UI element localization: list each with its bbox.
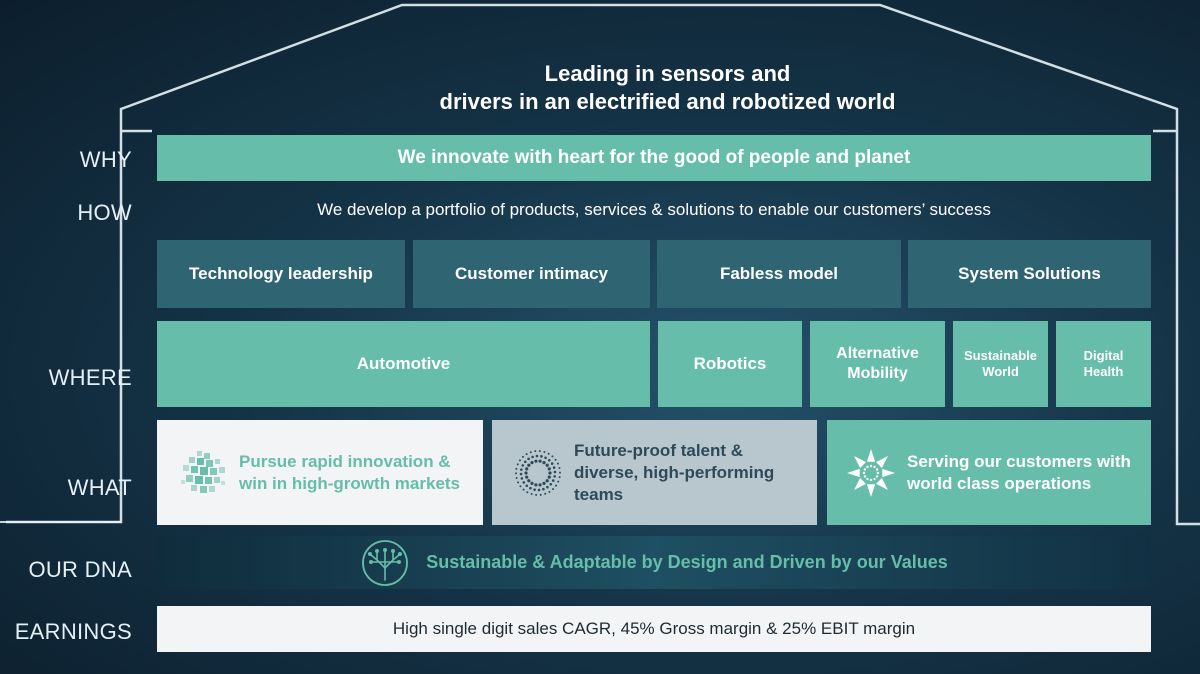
what-card-operations: Serving our customers with world class o… <box>827 420 1151 525</box>
row-label-what: WHAT <box>67 475 132 500</box>
market-label-line-2: Health <box>1083 364 1124 379</box>
what-line-1: Serving our customers with <box>907 451 1131 471</box>
what-text: Future-proof talent & diverse, high-perf… <box>574 440 774 506</box>
what-line-2: world class operations <box>907 473 1092 493</box>
row-label-how: HOW <box>77 200 132 225</box>
market-digital-health: Digital Health <box>1056 321 1151 407</box>
market-robotics: Robotics <box>658 321 802 407</box>
dotted-ring-icon <box>515 449 561 496</box>
house-title: Leading in sensors and drivers in an ele… <box>300 60 1035 116</box>
dna-bar: Sustainable & Adaptable by Design and Dr… <box>157 536 1151 589</box>
title-line-2: drivers in an electrified and robotized … <box>439 89 896 114</box>
what-line-2: diverse, high-performing <box>574 462 775 482</box>
what-card-innovation: Pursue rapid innovation & win in high-gr… <box>157 420 483 525</box>
row-label-earnings: EARNINGS <box>14 619 132 644</box>
title-line-1: Leading in sensors and <box>544 61 791 86</box>
why-bar: We innovate with heart for the good of p… <box>157 135 1151 181</box>
what-text: Pursue rapid innovation & win in high-gr… <box>239 451 460 495</box>
dna-text: Sustainable & Adaptable by Design and Dr… <box>426 552 948 572</box>
market-label-line-1: Digital <box>1083 348 1124 363</box>
what-line-1: Pursue rapid innovation & <box>239 451 451 471</box>
what-text: Serving our customers with world class o… <box>907 451 1131 495</box>
pillar-technology-leadership: Technology leadership <box>157 240 405 308</box>
what-line-1: Future-proof talent & <box>574 440 744 460</box>
how-bar: We develop a portfolio of products, serv… <box>157 190 1151 230</box>
pillar-fabless-model: Fabless model <box>657 240 901 308</box>
pillar-system-solutions: System Solutions <box>908 240 1151 308</box>
market-automotive: Automotive <box>157 321 650 407</box>
tree-circuit-icon <box>362 539 409 586</box>
pillar-customer-intimacy: Customer intimacy <box>413 240 650 308</box>
market-label-line-2: Mobility <box>847 365 908 382</box>
starburst-arrows-icon <box>847 448 895 497</box>
market-label: Automotive <box>356 354 451 373</box>
earnings-bar: High single digit sales CAGR, 45% Gross … <box>157 606 1151 652</box>
pillar-label: Customer intimacy <box>454 264 609 283</box>
pillar-label: System Solutions <box>958 264 1101 283</box>
row-label-where: WHERE <box>48 365 132 390</box>
pillar-label: Technology leadership <box>189 264 373 283</box>
pillar-label: Fabless model <box>719 264 839 283</box>
what-line-2: win in high-growth markets <box>239 473 461 493</box>
market-sustainable-world: Sustainable World <box>953 321 1048 407</box>
market-label-line-2: World <box>982 364 1019 379</box>
row-label-why: WHY <box>79 147 132 172</box>
pixel-cluster-icon <box>181 450 225 493</box>
earnings-text: High single digit sales CAGR, 45% Gross … <box>392 619 916 638</box>
market-alternative-mobility: Alternative Mobility <box>810 321 945 407</box>
how-text: We develop a portfolio of products, serv… <box>317 200 991 219</box>
what-card-talent: Future-proof talent & diverse, high-perf… <box>492 420 817 525</box>
row-label-our-dna: OUR DNA <box>28 557 132 582</box>
what-line-3: teams <box>574 484 624 504</box>
market-label-line-1: Alternative <box>836 345 919 362</box>
market-label-line-1: Sustainable <box>964 348 1037 363</box>
market-label: Robotics <box>693 354 767 373</box>
why-text: We innovate with heart for the good of p… <box>397 147 911 168</box>
